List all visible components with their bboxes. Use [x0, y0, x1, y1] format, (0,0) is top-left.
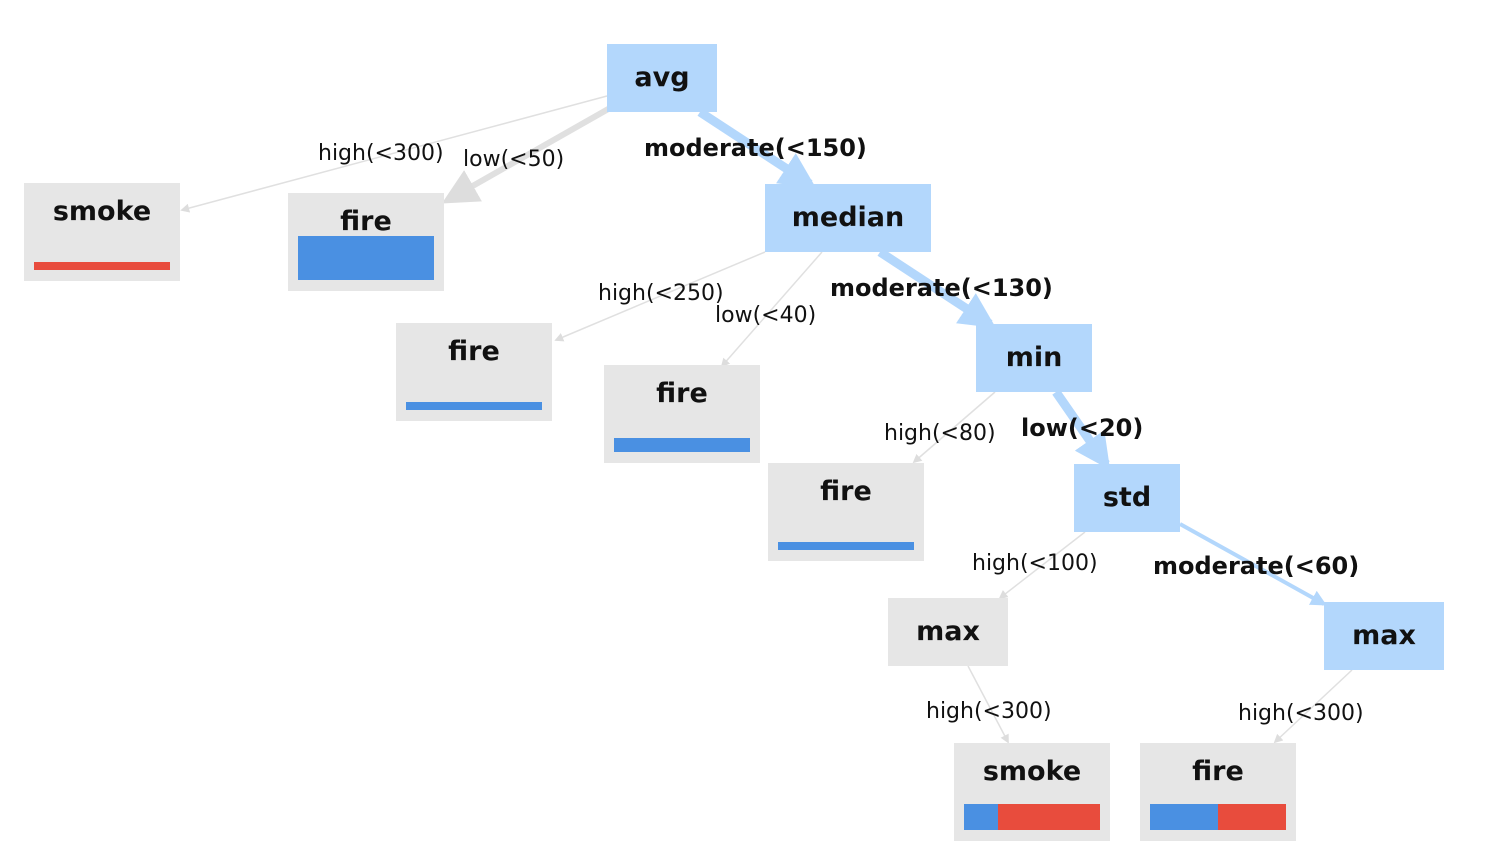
edge-label: moderate(<60) — [1153, 552, 1360, 580]
edge-label: high(<250) — [598, 281, 724, 306]
smoke-segment — [34, 262, 170, 270]
class-distribution-bar — [34, 262, 170, 270]
node-label: max — [916, 616, 980, 647]
class-distribution-bar — [1150, 804, 1286, 830]
class-distribution-bar — [778, 542, 914, 550]
edge-median-to-leaf-fire-3 — [720, 251, 823, 368]
fire-segment — [778, 542, 914, 550]
fire-segment — [1150, 804, 1218, 830]
node-label: std — [1102, 482, 1152, 513]
leaf-node-leaf-fire-5: fire — [1140, 743, 1296, 841]
class-distribution-bar — [614, 438, 750, 452]
smoke-segment — [998, 804, 1100, 830]
edge-label: high(<80) — [884, 421, 996, 446]
node-label: smoke — [52, 196, 152, 227]
edge-avg-to-leaf-fire-1 — [441, 105, 612, 204]
leaf-node-leaf-fire-4: fire — [768, 463, 924, 561]
edge-min-to-leaf-fire-4 — [912, 391, 996, 464]
leaf-node-leaf-smoke-1: smoke — [24, 183, 180, 281]
edge-label: high(<300) — [318, 141, 444, 166]
fire-segment — [614, 438, 750, 452]
edge-label: high(<100) — [972, 551, 1098, 576]
class-distribution-bar — [964, 804, 1100, 830]
fire-segment — [298, 236, 434, 280]
edge-label: high(<300) — [1238, 701, 1364, 726]
node-label: fire — [820, 476, 872, 507]
edge-median-to-min — [877, 248, 997, 328]
class-distribution-bar — [406, 402, 542, 410]
leaf-node-leaf-fire-2: fire — [396, 323, 552, 421]
node-label: fire — [656, 378, 708, 409]
edge-median-to-leaf-fire-2 — [554, 251, 766, 342]
node-label: median — [791, 202, 905, 233]
leaf-node-leaf-fire-3: fire — [604, 365, 760, 463]
edge-max-1-to-leaf-smoke-2 — [967, 665, 1009, 744]
node-label: min — [1005, 342, 1063, 373]
node-label: smoke — [982, 756, 1082, 787]
split-node-max-1: max — [888, 598, 1008, 666]
edge-label: low(<50) — [463, 147, 565, 172]
edge-std-to-max-1 — [998, 531, 1086, 600]
leaf-node-leaf-smoke-2: smoke — [954, 743, 1110, 841]
edge-label: low(<20) — [1021, 414, 1144, 442]
fire-segment — [406, 402, 542, 410]
edge-label: moderate(<130) — [830, 274, 1053, 302]
fire-segment — [964, 804, 998, 830]
edge-min-to-std — [1052, 389, 1111, 470]
edge-avg-to-median — [697, 108, 817, 188]
class-distribution-bar — [298, 236, 434, 280]
split-node-avg: avg — [607, 44, 717, 112]
smoke-segment — [1218, 804, 1286, 830]
edge-std-to-max-2 — [1179, 522, 1327, 606]
edge-max-2-to-leaf-fire-5 — [1273, 669, 1353, 744]
split-node-std: std — [1074, 464, 1180, 532]
edge-label: moderate(<150) — [644, 134, 867, 162]
edge-label: low(<40) — [715, 303, 817, 328]
node-label: max — [1352, 620, 1416, 651]
node-label: fire — [448, 336, 500, 367]
node-label: avg — [634, 62, 690, 93]
split-node-min: min — [976, 324, 1092, 392]
edge-avg-to-leaf-smoke-1 — [180, 95, 608, 213]
leaf-node-leaf-fire-1: fire — [288, 193, 444, 291]
node-label: fire — [1192, 756, 1244, 787]
edge-label: high(<300) — [926, 699, 1052, 724]
split-node-max-2: max — [1324, 602, 1444, 670]
node-label: fire — [340, 206, 392, 237]
split-node-median: median — [765, 184, 931, 252]
